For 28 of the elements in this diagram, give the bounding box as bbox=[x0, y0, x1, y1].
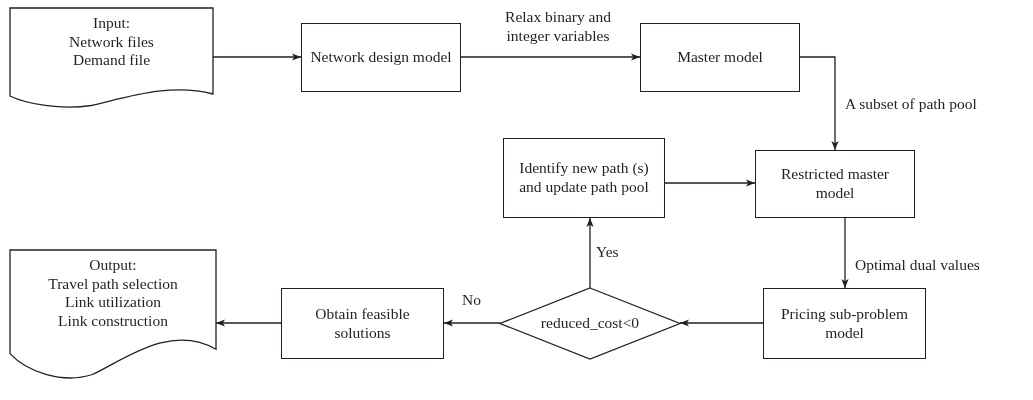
process-box bbox=[301, 23, 461, 92]
arrow bbox=[841, 217, 849, 289]
process-box bbox=[763, 288, 926, 359]
box-label: Network design model bbox=[310, 48, 452, 67]
document-text: Demand file bbox=[72, 51, 150, 70]
process-box bbox=[281, 288, 444, 359]
box-label: Identify new path (s) and update path pool bbox=[518, 159, 650, 197]
condition-text: reduced_cost<0 bbox=[540, 314, 640, 333]
arrow bbox=[679, 319, 764, 327]
box-label: Master model bbox=[677, 48, 763, 67]
arrow bbox=[799, 56, 839, 151]
edge-label: A subset of path pool bbox=[845, 95, 977, 114]
process-box bbox=[503, 138, 665, 218]
box-label: Pricing sub-problem model bbox=[780, 304, 909, 343]
box-label: Restricted master model bbox=[780, 165, 890, 203]
arrow bbox=[460, 53, 641, 61]
document-text: Link utilization bbox=[65, 293, 161, 312]
arrow bbox=[586, 217, 594, 289]
document-text: Travel path selection bbox=[48, 274, 178, 294]
document-text: Input: bbox=[93, 14, 130, 33]
document-text: Link construction bbox=[58, 311, 168, 331]
document-text: Output: bbox=[89, 256, 137, 275]
document-text: Network files bbox=[69, 32, 154, 52]
arrow bbox=[664, 179, 756, 187]
process-box bbox=[640, 23, 800, 92]
process-box bbox=[755, 150, 915, 218]
box-label: Obtain feasible solutions bbox=[314, 304, 411, 343]
arrow bbox=[443, 319, 501, 327]
